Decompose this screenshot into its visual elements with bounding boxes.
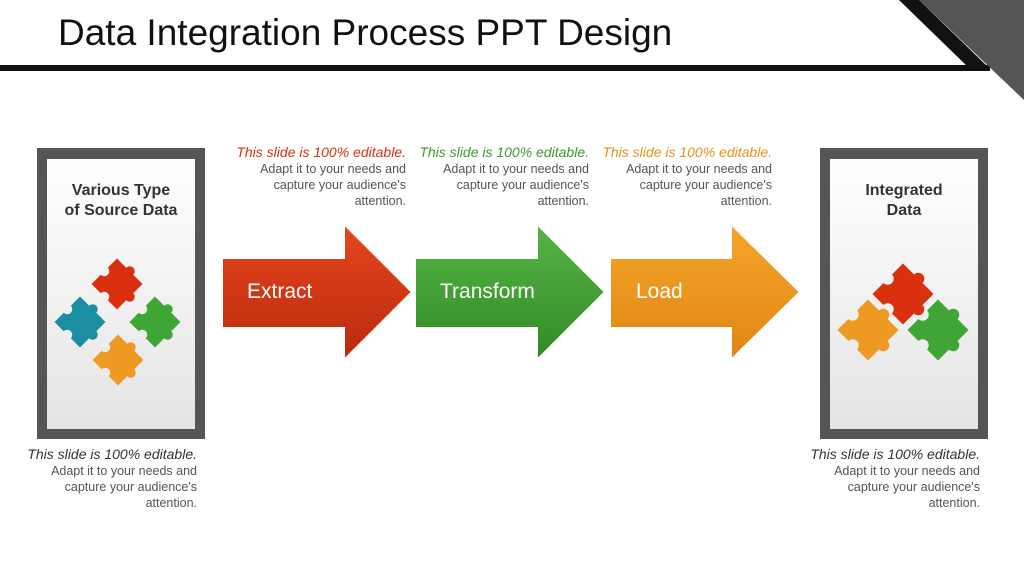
source-note-body: Adapt it to your needs and capture your …: [51, 464, 197, 510]
extract-label: Extract: [247, 280, 313, 303]
integrated-data-label: Integrated Data: [865, 182, 943, 219]
load-label: Load: [636, 280, 683, 303]
load-note-highlight: This slide is 100% editable.: [602, 144, 772, 160]
integrated-note-highlight: This slide is 100% editable.: [810, 446, 980, 462]
extract-note-body: Adapt it to your needs and capture your …: [260, 162, 406, 208]
extract-arrow: [221, 221, 414, 363]
slide-title: Data Integration Process PPT Design: [58, 12, 673, 53]
integrated-note: This slide is 100% editable. Adapt it to…: [810, 446, 980, 511]
source-data-label: Various Type of Source Data: [64, 182, 178, 219]
load-note-body: Adapt it to your needs and capture your …: [626, 162, 772, 208]
extract-note-highlight: This slide is 100% editable.: [236, 144, 406, 160]
transform-note-body: Adapt it to your needs and capture your …: [443, 162, 589, 208]
transform-note: This slide is 100% editable. Adapt it to…: [419, 144, 589, 209]
transform-note-highlight: This slide is 100% editable.: [419, 144, 589, 160]
source-note-highlight: This slide is 100% editable.: [27, 446, 197, 462]
transform-label: Transform: [440, 280, 535, 303]
title-bar: Data Integration Process PPT Design: [0, 0, 1024, 100]
load-note: This slide is 100% editable. Adapt it to…: [602, 144, 772, 209]
transform-arrow: [414, 221, 607, 363]
integrated-note-body: Adapt it to your needs and capture your …: [834, 464, 980, 510]
title-underline: [0, 65, 990, 71]
source-note: This slide is 100% editable. Adapt it to…: [27, 446, 197, 511]
load-arrow: [609, 221, 802, 363]
corner-decoration: [899, 0, 1024, 100]
extract-note: This slide is 100% editable. Adapt it to…: [236, 144, 406, 209]
